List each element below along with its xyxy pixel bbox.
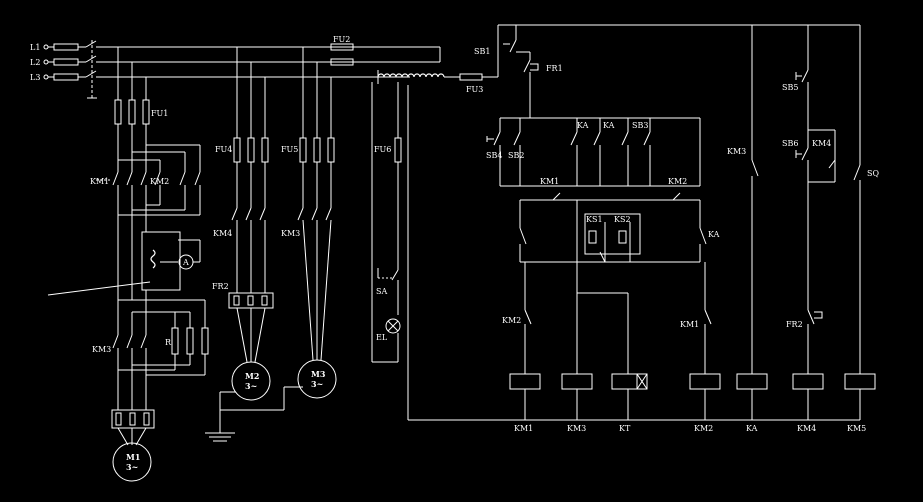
label-m2: M2 bbox=[245, 371, 259, 381]
coil-label-kt: KT bbox=[619, 424, 631, 433]
label-ks1: KS1 bbox=[586, 215, 603, 224]
label-fr1: FR1 bbox=[546, 64, 563, 73]
coil-label-km1: KM1 bbox=[514, 424, 533, 433]
label-km2-power: KM2 bbox=[150, 177, 169, 186]
motor-m2 bbox=[231, 361, 271, 401]
label-km3-power: KM3 bbox=[92, 345, 111, 354]
label-ks2: KS2 bbox=[614, 215, 631, 224]
power-circuit bbox=[43, 24, 860, 482]
label-r: R bbox=[165, 338, 172, 347]
label-ka-1: KA bbox=[577, 121, 589, 130]
labels: L1 L2 L3 FU1 FU2 FU3 FU4 FU5 FU6 KM1 KM2… bbox=[30, 35, 879, 472]
label-sb3: SB3 bbox=[632, 121, 648, 130]
label-fr2-ctrl: FR2 bbox=[786, 320, 803, 329]
coil-label-km2: KM2 bbox=[694, 424, 713, 433]
label-sb4: SB4 bbox=[486, 151, 502, 160]
coil-label-km5: KM5 bbox=[847, 424, 866, 433]
label-sq: SQ bbox=[867, 169, 879, 178]
label-m1: M1 bbox=[126, 452, 140, 462]
label-fu1: FU1 bbox=[151, 109, 168, 118]
label-sb1: SB1 bbox=[474, 47, 490, 56]
label-km3-ctrl: KM3 bbox=[727, 147, 746, 156]
label-l1: L1 bbox=[30, 43, 40, 52]
control-supply bbox=[330, 24, 860, 421]
label-l3: L3 bbox=[30, 73, 40, 82]
label-ka-3: KA bbox=[708, 230, 720, 239]
label-km1-aux: KM1 bbox=[540, 177, 559, 186]
label-km1-rung: KM1 bbox=[680, 320, 699, 329]
label-fu4: FU4 bbox=[215, 145, 232, 154]
coil-label-km3: KM3 bbox=[567, 424, 586, 433]
motor-m1-branch bbox=[47, 47, 209, 482]
motor-m2-branch bbox=[205, 47, 274, 442]
label-fu2: FU2 bbox=[333, 35, 350, 44]
label-sb2: SB2 bbox=[508, 151, 524, 160]
label-sa: SA bbox=[376, 287, 387, 296]
label-km2-aux: KM2 bbox=[668, 177, 687, 186]
label-l2: L2 bbox=[30, 58, 40, 67]
motor-m1 bbox=[112, 442, 152, 482]
label-m1-phase: 3~ bbox=[126, 462, 138, 472]
label-m2-phase: 3~ bbox=[245, 381, 257, 391]
label-km1-power: KM1 bbox=[90, 177, 109, 186]
label-m3: M3 bbox=[311, 369, 326, 379]
control-circuit bbox=[486, 25, 876, 420]
label-sb6: SB6 bbox=[782, 139, 798, 148]
label-el: EL bbox=[376, 333, 388, 342]
coil-label-km4: KM4 bbox=[797, 424, 816, 433]
label-km4-power: KM4 bbox=[213, 229, 232, 238]
label-fu5: FU5 bbox=[281, 145, 298, 154]
label-m3-phase: 3~ bbox=[311, 379, 323, 389]
label-km5-power: KM3 bbox=[281, 229, 300, 238]
coil-label-ka: KA bbox=[746, 424, 758, 433]
label-sb5: SB5 bbox=[782, 83, 798, 92]
label-km4-ctrl: KM4 bbox=[812, 139, 831, 148]
label-fu3: FU3 bbox=[466, 85, 483, 94]
motor-m3-branch bbox=[220, 47, 337, 411]
supply-lines bbox=[43, 40, 440, 99]
label-ka-2: KA bbox=[603, 121, 615, 130]
motor-m3 bbox=[297, 359, 337, 399]
label-km2-rung: KM2 bbox=[502, 316, 521, 325]
label-fu6: FU6 bbox=[374, 145, 391, 154]
label-fr2-power: FR2 bbox=[212, 282, 229, 291]
label-a: A bbox=[182, 258, 189, 267]
